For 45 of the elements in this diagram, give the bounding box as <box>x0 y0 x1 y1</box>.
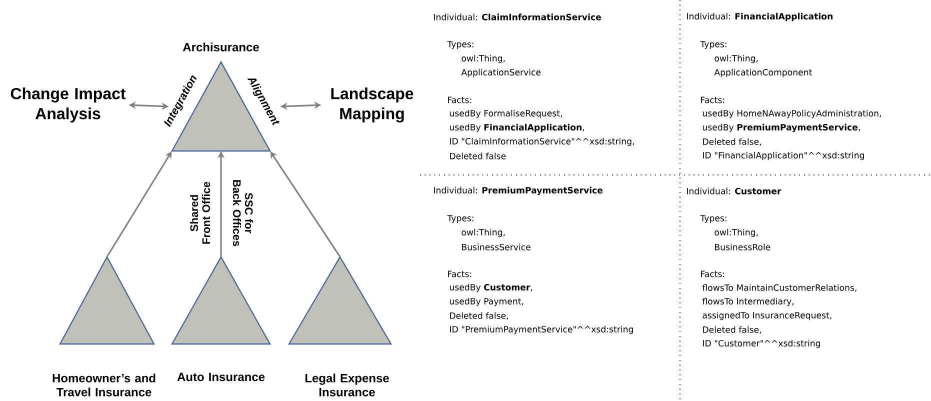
heading-text: Change Impact Analysis <box>10 88 126 122</box>
ontology-text: ID "FinancialApplication"^^xsd:string <box>703 152 864 160</box>
ontology-text: ID "PremiumPaymentService"^^xsd:string <box>450 326 633 334</box>
ontology-text: Types: <box>700 214 726 224</box>
ontology-text: Deleted false, <box>450 312 508 320</box>
triangle-caption: Archisurance <box>182 42 259 52</box>
ontology-text: Types: <box>447 214 474 224</box>
ontology-text: Deleted false, <box>703 326 761 334</box>
ontology-text: BusinessRole <box>715 244 770 250</box>
ontology-text: Deleted false, <box>703 138 761 146</box>
ontology-text: Facts: <box>701 96 724 104</box>
ontology-text: usedBy FormaliseRequest, <box>450 110 562 118</box>
ontology-text: ID "ClaimInformationService"^^xsd:string, <box>450 138 634 146</box>
ontology-text: owl:Thing, <box>714 228 758 238</box>
ontology-text: Deleted false <box>450 152 506 160</box>
ontology-text: usedBy PremiumPaymentService, <box>702 124 860 132</box>
ontology-text: Individual: Customer <box>687 188 782 194</box>
ontology-text: usedBy FinancialApplication, <box>450 124 584 132</box>
ontology-text: Individual: ClaimInformationService <box>434 14 601 20</box>
rotated-label: SSC for Back Offices <box>232 180 254 246</box>
ontology-text: usedBy Payment, <box>450 298 524 306</box>
ontology-text: flowsTo MaintainCustomerRelations, <box>702 284 856 292</box>
triangle-caption: Homeowner’s and Travel Insurance <box>52 374 156 396</box>
ontology-text: ID "Customer"^^xsd:string <box>703 340 820 348</box>
ontology-text: owl:Thing, <box>714 54 758 64</box>
ontology-text: Individual: PremiumPaymentService <box>434 186 603 196</box>
ontology-text: ApplicationComponent <box>714 68 812 78</box>
ontology-text: usedBy HomeNAwayPolicyAdministration, <box>702 110 881 118</box>
ontology-text: Facts: <box>448 270 472 278</box>
heading-text: Landscape Mapping <box>331 88 414 122</box>
ontology-text: Types: <box>447 40 474 50</box>
triangle-caption: Auto Insurance <box>177 372 265 382</box>
ontology-text: Facts: <box>701 270 724 278</box>
ontology-text: flowsTo Intermediary, <box>702 298 794 306</box>
ontology-text: Facts: <box>448 96 472 104</box>
rotated-label: Shared Front Office <box>190 182 210 244</box>
ontology-text: Individual: FinancialApplication <box>687 12 832 22</box>
ontology-text: ApplicationService <box>461 68 541 78</box>
ontology-text: owl:Thing, <box>462 228 505 238</box>
ontology-text: assignedTo InsuranceRequest, <box>702 312 832 320</box>
ontology-text: Types: <box>700 40 726 50</box>
ontology-text: BusinessService <box>462 244 530 250</box>
ontology-text: usedBy Customer, <box>450 284 532 292</box>
triangle-caption: Legal Expense Insurance <box>305 374 389 396</box>
ontology-text: owl:Thing, <box>462 54 505 64</box>
